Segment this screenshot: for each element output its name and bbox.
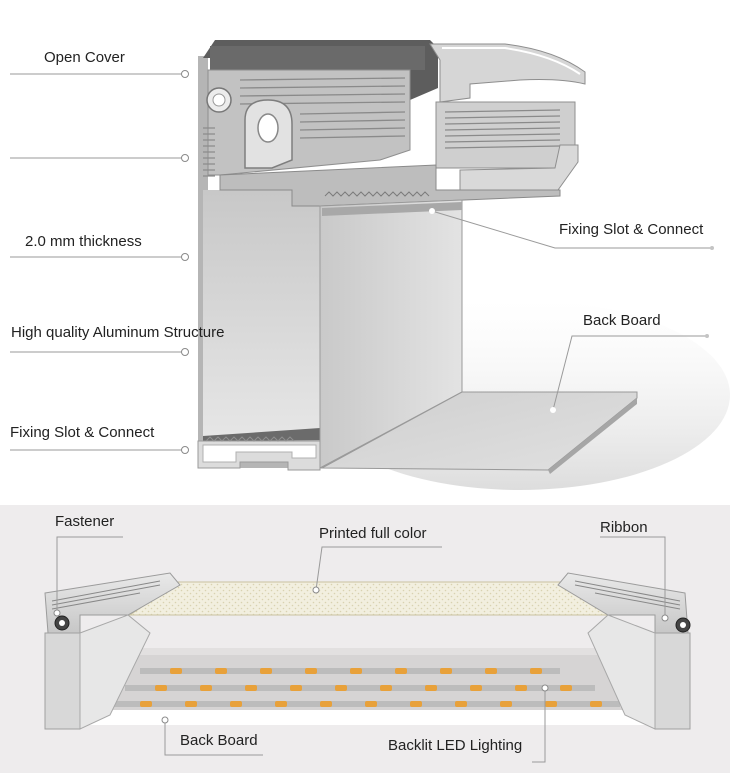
led-chip — [215, 668, 227, 674]
led-chip — [275, 701, 287, 707]
led-chip — [590, 701, 602, 707]
led-chip — [530, 668, 542, 674]
led-chip — [410, 701, 422, 707]
label-aluminum: High quality Aluminum Structure — [11, 324, 225, 341]
cover-lip — [429, 43, 586, 103]
led-chip — [440, 668, 452, 674]
led-chip — [470, 685, 482, 691]
label-printed: Printed full color — [319, 525, 427, 542]
right-slot-dot — [429, 208, 435, 214]
right-frame-wall — [654, 632, 691, 730]
bottom-leader-lines — [56, 536, 666, 763]
lightbox-section: Fastener Printed full color Ribbon Back … — [0, 505, 730, 773]
led-chip — [320, 701, 332, 707]
led-chip — [455, 701, 467, 707]
left-fastener-core — [59, 620, 65, 626]
cover-dark-face — [210, 46, 425, 70]
led-chip — [425, 685, 437, 691]
right-end-dot-1 — [710, 246, 714, 250]
led-chip — [335, 685, 347, 691]
led-chip — [260, 668, 272, 674]
right-end-dot-2 — [705, 334, 709, 338]
led-chip — [200, 685, 212, 691]
cover-lip-highlight — [442, 47, 581, 75]
left-frame-grooves — [51, 580, 161, 610]
back-board-dot — [550, 407, 556, 413]
led-chip — [155, 685, 167, 691]
led-chip — [545, 701, 557, 707]
left-wall — [203, 190, 320, 437]
left-frame-wall — [44, 632, 81, 730]
left-serrations — [203, 127, 215, 177]
leader-lines — [10, 73, 712, 451]
bottom-leader-dots — [53, 586, 669, 724]
led-chip — [380, 685, 392, 691]
led-chip — [395, 668, 407, 674]
led-chip — [230, 701, 242, 707]
profile-drawing — [10, 40, 730, 490]
leader-dots — [181, 70, 189, 454]
led-chip — [350, 668, 362, 674]
right-wall-top-edge — [322, 202, 462, 216]
back-board-strip — [80, 710, 670, 725]
lightbox-drawing — [44, 536, 691, 763]
right-frame-grooves — [574, 580, 681, 610]
led-chip — [140, 701, 152, 707]
label-fixing-left: Fixing Slot & Connect — [10, 424, 155, 441]
hook-eye — [257, 113, 279, 143]
bottom-slot-inner — [202, 444, 317, 463]
right-grooves — [444, 109, 561, 149]
label-open-cover: Open Cover — [44, 49, 125, 66]
left-frame-inner — [79, 614, 151, 730]
led-chip — [485, 668, 497, 674]
label-back-board-top: Back Board — [583, 312, 661, 329]
bottom-teeth — [205, 436, 295, 442]
led-chip — [185, 701, 197, 707]
led-chip — [515, 685, 527, 691]
label-ribbon: Ribbon — [600, 519, 648, 536]
hinge-core — [212, 93, 226, 107]
label-fastener: Fastener — [55, 513, 115, 530]
led-chip — [560, 685, 572, 691]
led-chip — [500, 701, 512, 707]
back-board-plate — [320, 391, 638, 471]
label-thickness: 2.0 mm thickness — [25, 233, 142, 250]
slot-teeth — [324, 191, 430, 197]
label-fixing-right: Fixing Slot & Connect — [559, 221, 704, 238]
back-board-edge — [548, 398, 637, 474]
printed-fabric — [128, 581, 612, 616]
label-led: Backlit LED Lighting — [388, 737, 523, 754]
led-chips — [140, 668, 602, 707]
led-chip — [170, 668, 182, 674]
profile-section: Open Cover 2.0 mm thickness High quality… — [10, 40, 730, 490]
label-back-board-bottom: Back Board — [180, 732, 258, 749]
led-chip — [305, 668, 317, 674]
led-chip — [245, 685, 257, 691]
right-frame-inner — [587, 614, 656, 730]
led-chip — [365, 701, 377, 707]
led-chip — [290, 685, 302, 691]
right-ribbon-core — [680, 622, 686, 628]
